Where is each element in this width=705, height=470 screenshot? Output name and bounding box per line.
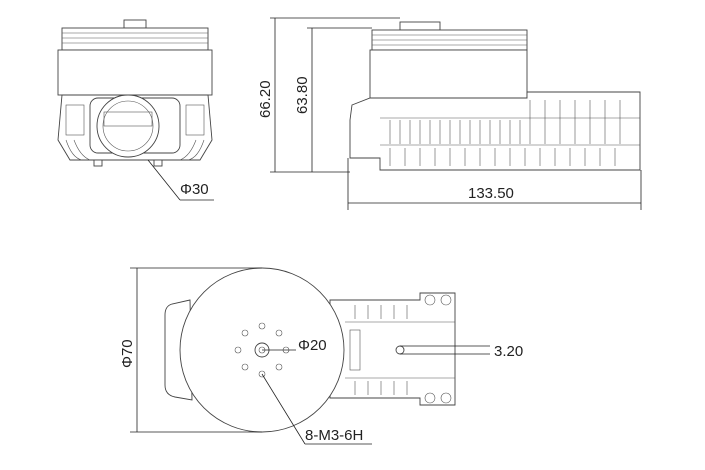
overall-length-label: 133.50	[468, 185, 514, 202]
hole-diameter-label: 3.20	[494, 343, 523, 360]
front-bore-diameter-label: Φ30	[180, 181, 209, 198]
top-view: Φ20 Φ70 3.20 8-M3-6H	[119, 267, 523, 445]
side-view: 66.20 63.80 133.50	[257, 17, 642, 210]
thread-spec-label: 8-M3-6H	[305, 427, 363, 444]
bolt-circle-diameter-label: Φ20	[298, 337, 327, 354]
front-view: Φ30	[57, 19, 214, 201]
motor-diameter-label: Φ70	[119, 339, 136, 368]
overall-height-label: 66.20	[257, 80, 274, 118]
body-height-label: 63.80	[294, 76, 311, 114]
